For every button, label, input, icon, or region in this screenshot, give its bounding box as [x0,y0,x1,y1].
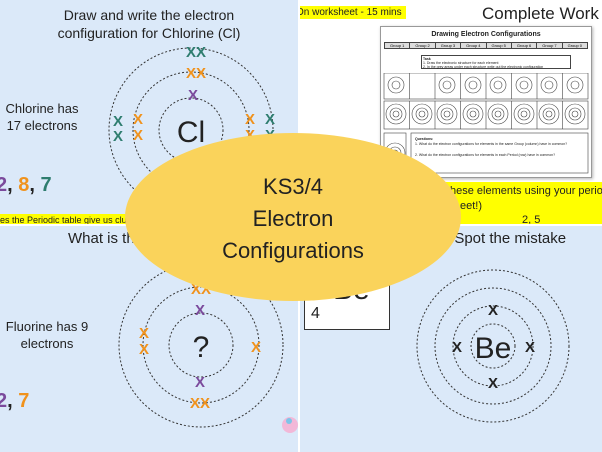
worksheet-panel: On worksheet - 15 mins Complete Work Dra… [300,0,602,224]
chlorine-heading: Draw and write the electron configuratio… [0,6,298,42]
lesson-title: KS3/4 Electron Configurations [125,171,461,267]
question: 1. What do the electron configurations f… [415,142,568,146]
comma: , [7,174,13,196]
middle-electron: X [245,111,255,128]
config-shell-1: 2 [0,174,8,196]
logo-icon [282,417,298,433]
electron: X [452,339,462,356]
outer-shell [434,287,552,405]
question: 2. What do the electron configurations f… [415,153,556,157]
title-line: Electron [252,206,334,231]
unknown-symbol: ? [193,331,210,364]
group-header: Group 0 [562,43,588,49]
electron: X [488,375,498,392]
group-header: Group 7 [537,43,563,49]
title-ellipse: KS3/4 Electron Configurations [125,133,461,301]
middle-electron: X [133,111,143,128]
chlorine-symbol: Cl [177,116,205,149]
heading-line: Draw and write the electron [63,7,235,23]
inner-electron: X [188,87,198,104]
comma: , [7,390,13,412]
outer-electron: X [113,128,123,145]
group-header-row: Group 1 Group 2 Group 3 Group 4 Group 5 … [384,42,588,49]
group-header: Group 3 [435,43,462,49]
text-line: Fluorine has 9 [5,319,89,334]
instruction-text: hese elements using your perio [450,185,602,197]
config-shell-2: 8 [18,174,30,196]
inner-electron: X [195,374,205,391]
beryllium-shell-diagram: Be X X X X [416,269,570,423]
outer-shell [416,269,570,423]
group-header: Group 6 [511,43,538,49]
middle-electron: X [251,339,261,356]
task-line: 2. In the grey areas under each structur… [423,65,544,69]
config-shell-1: 2 [0,390,8,412]
middle-electron: X [133,127,143,144]
electron: X [488,302,498,319]
time-badge: On worksheet - 15 mins [300,6,406,19]
chlorine-configuration: 2, 8, 7 [0,174,52,197]
group-header: Group 1 [385,43,411,49]
text-line: 17 electrons [6,118,78,133]
beryllium-symbol: Be [475,332,512,365]
outer-electron: X [265,111,275,128]
config-shell-3: 7 [40,174,52,196]
inner-electron: X [195,302,205,319]
inner-shell [168,312,234,378]
text-line: electrons [20,336,74,351]
middle-electron-pair: XX [190,395,210,412]
worksheet-title: Drawing Electron Configurations [431,31,541,38]
middle-electron: X [139,341,149,358]
instruction-text: eet!) [460,200,483,212]
heading-line: configuration for Chlorine (Cl) [57,25,241,41]
clue-text: es the Periodic table give us clues a [0,215,144,224]
chlorine-electron-count: Chlorine has 17 electrons [0,100,84,134]
middle-electron-pair: XX [186,65,206,82]
questions-label: Questions: [415,137,434,141]
spot-mistake-heading: . Spot the mistake [446,230,567,247]
fluorine-configuration: 2, 7 [0,390,29,413]
task-box: Task 1. Draw the electronic structure fo… [421,55,571,69]
questions-box: Questions: 1. What do the electron confi… [415,137,585,158]
group-header: Group 2 [410,43,436,49]
group-header: Group 5 [486,43,512,49]
inner-shell [470,323,516,369]
title-line: Configurations [222,238,364,263]
config-shell-2: 7 [18,390,30,412]
text-line: Chlorine has [5,101,79,116]
fluorine-electron-count: Fluorine has 9 electrons [0,318,94,352]
inner-shell [158,97,224,163]
middle-electron: X [139,325,149,342]
outer-electron-pair: XX [186,44,206,61]
middle-shell [132,71,250,189]
outer-electron: X [113,113,123,130]
comma: , [29,174,35,196]
middle-shell [452,305,534,387]
electron: X [525,339,535,356]
title-line: KS3/4 [263,174,323,199]
slide-title: Complete Work [482,4,599,23]
example-configuration: 2, 5 [522,214,541,224]
group-header: Group 4 [461,43,487,49]
worksheet-preview: Drawing Electron Configurations Group 1 … [380,26,592,178]
fluorine-heading: What is thi [68,230,139,247]
atomic-number: 4 [311,305,320,322]
task-line: 1. Draw the electronic structure for eac… [423,61,499,65]
task-label: Task [423,57,431,61]
